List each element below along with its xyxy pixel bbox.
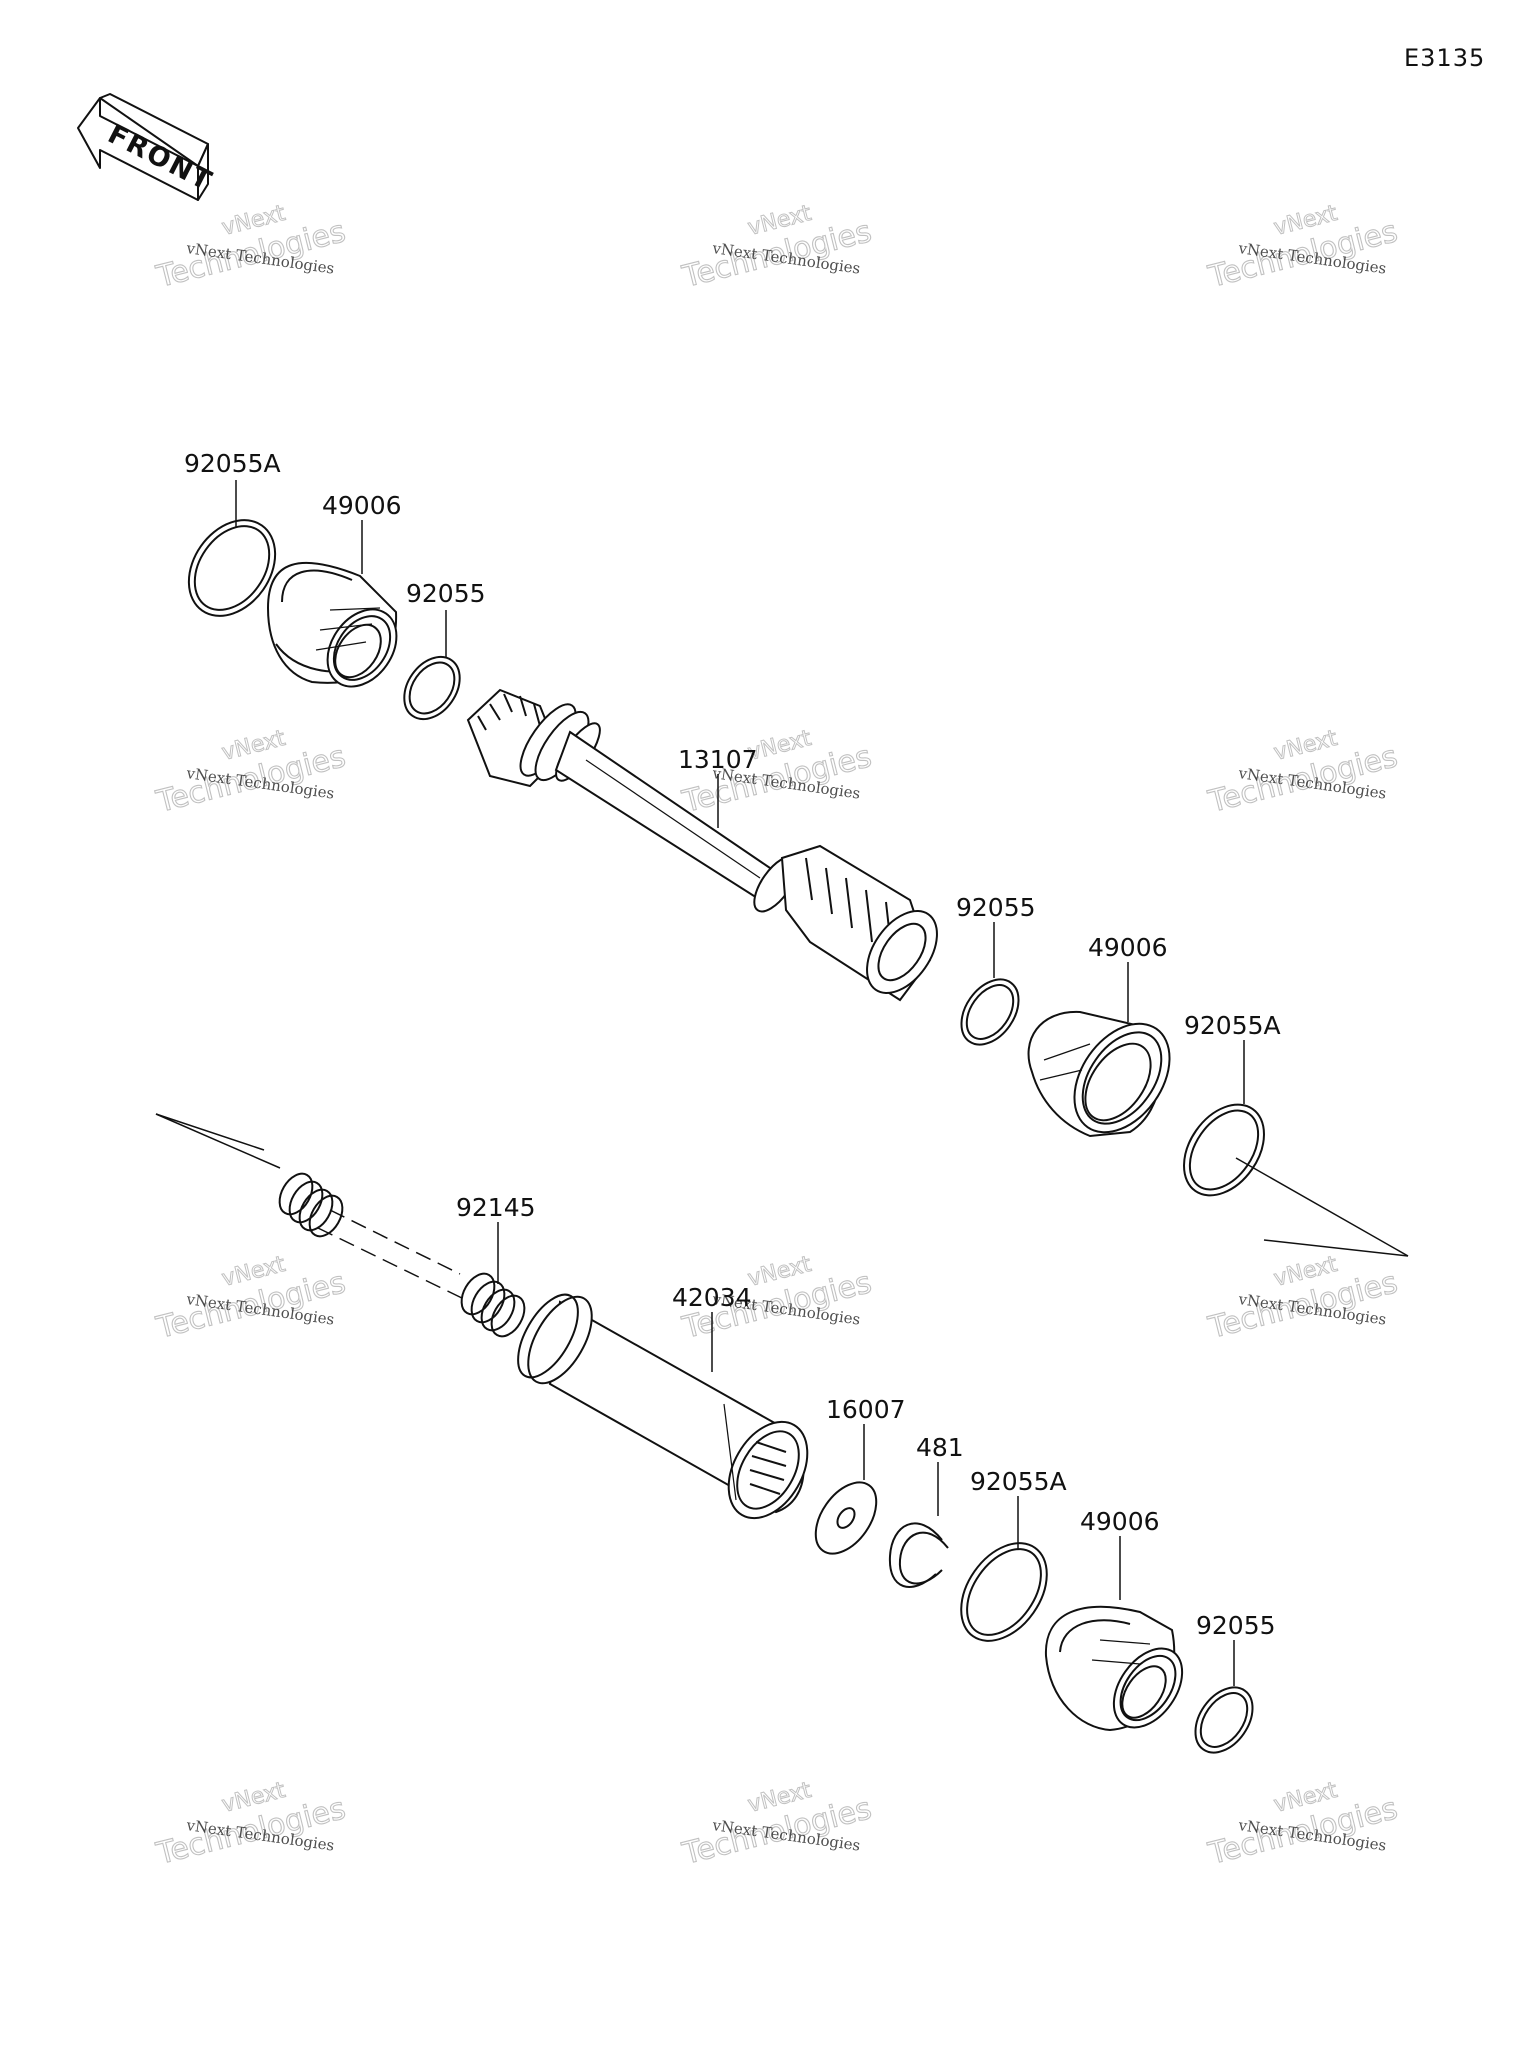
o-ring-92055a-mid <box>1183 1103 1265 1197</box>
label-16007: 16007 <box>826 1395 906 1424</box>
spring-92145-right <box>460 1272 526 1338</box>
label-49006-mid: 49006 <box>1088 933 1168 962</box>
drive-shaft-13107 <box>466 688 938 1002</box>
label-481: 481 <box>916 1433 964 1462</box>
label-92055a-mid: 92055A <box>1184 1011 1281 1040</box>
o-ring-92055a-bottom <box>960 1542 1048 1642</box>
o-ring-92055a-top <box>187 519 277 617</box>
diagram-code: E3135 <box>1404 44 1485 72</box>
o-ring-92055-bottom <box>1194 1686 1254 1754</box>
label-13107: 13107 <box>678 745 758 774</box>
tube-42034 <box>517 1293 809 1520</box>
circlip-481 <box>888 1522 949 1588</box>
boot-49006-top <box>266 561 398 688</box>
label-92055-top: 92055 <box>406 579 486 608</box>
boot-49006-bottom <box>1044 1605 1184 1732</box>
label-92055-bottom: 92055 <box>1196 1611 1276 1640</box>
washer-16007 <box>814 1481 878 1555</box>
assembly-guide-lines <box>155 1113 1409 1301</box>
o-ring-92055-mid <box>960 978 1020 1046</box>
leader-lines <box>235 480 1245 1686</box>
o-ring-92055-top <box>403 655 461 721</box>
label-42034: 42034 <box>672 1283 752 1312</box>
boot-49006-mid <box>1027 1010 1171 1138</box>
label-49006-top: 49006 <box>322 491 402 520</box>
spring-92145-left <box>278 1172 344 1238</box>
label-92055a-top: 92055A <box>184 449 281 478</box>
front-arrow-icon: FRONT <box>77 93 218 201</box>
label-92055a-bottom: 92055A <box>970 1467 1067 1496</box>
label-49006-bottom: 49006 <box>1080 1507 1160 1536</box>
label-92145: 92145 <box>456 1193 536 1222</box>
label-92055-mid: 92055 <box>956 893 1036 922</box>
